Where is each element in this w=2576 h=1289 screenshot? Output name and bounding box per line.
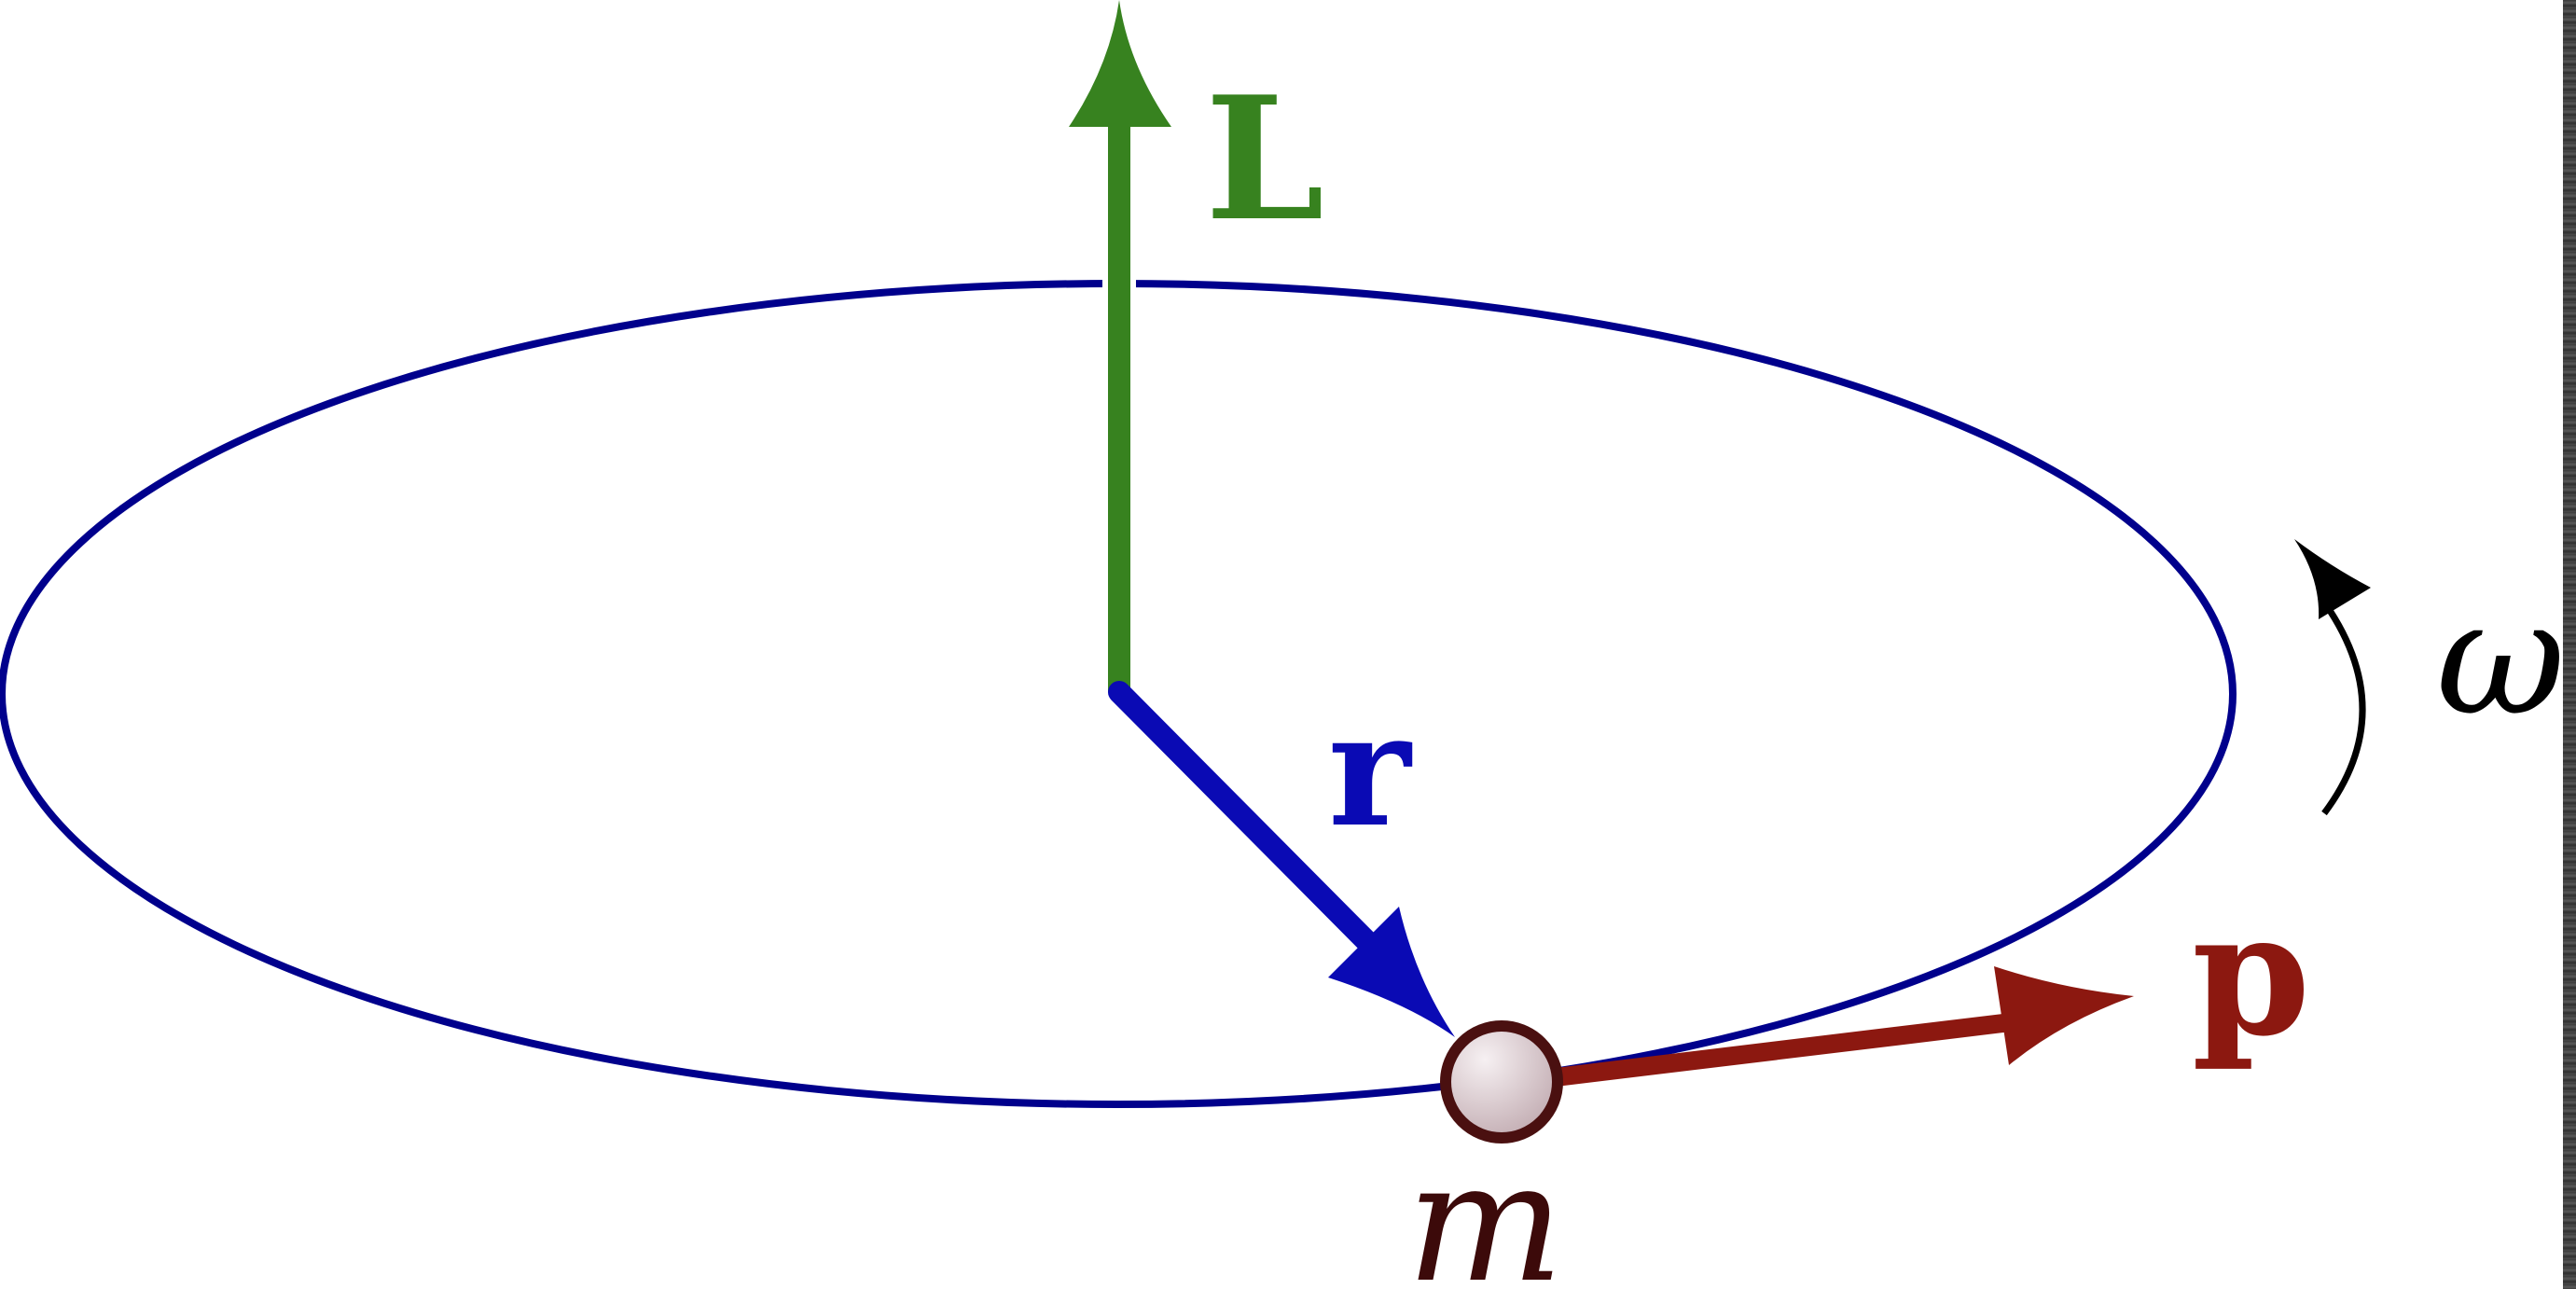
angular-velocity-arrowhead [2294, 539, 2371, 619]
mass-label: m [1406, 1126, 1564, 1289]
angular-velocity-arc [2318, 594, 2366, 816]
position-label: r [1328, 677, 1413, 862]
position-arrowhead [1328, 907, 1455, 1037]
angular-momentum-arrowhead [1069, 0, 1171, 127]
angular-momentum-label: L [1205, 59, 1324, 258]
position-vector [1108, 681, 1399, 974]
momentum-arrowhead [1994, 966, 2134, 1065]
window-edge [2563, 0, 2576, 1289]
point-mass [1440, 1020, 1563, 1143]
momentum-label: p [2192, 874, 2310, 1074]
momentum-vector [1546, 1013, 2013, 1088]
angular-velocity-label: ω [2436, 566, 2566, 751]
